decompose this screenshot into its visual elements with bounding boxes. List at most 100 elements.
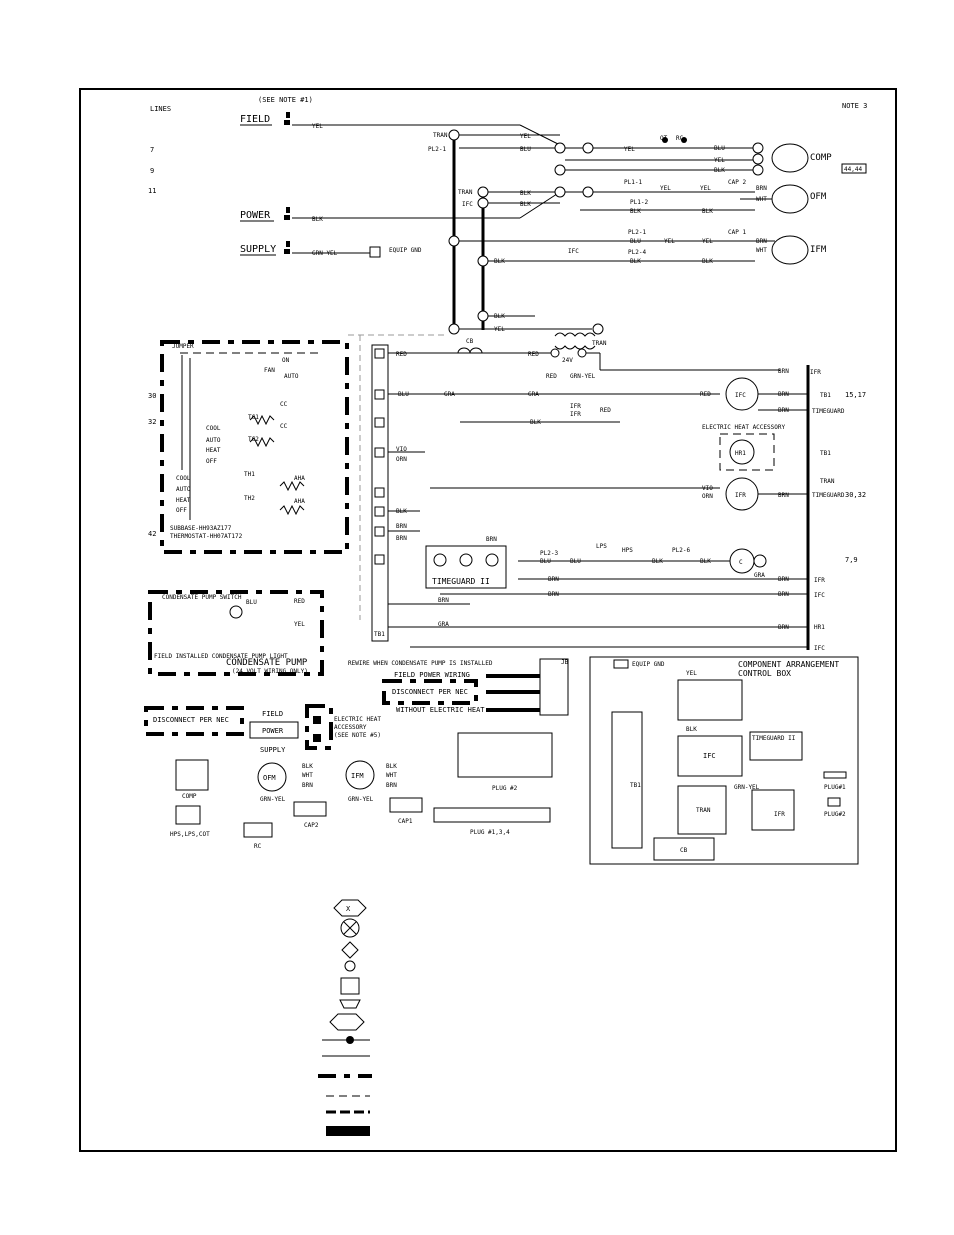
comp-motor-icon [771,143,809,173]
wire-yel-3: YEL [624,146,635,153]
comp-terminal-block [175,759,209,791]
power-label: POWER [240,210,271,221]
electric-heat-box [719,433,775,471]
wire-gra-2: GRA [528,391,539,398]
tc2-label: TC2 [248,436,259,443]
ifc-label-4: IFC [814,645,825,652]
cb-yel-label: YEL [686,670,697,677]
tb1-label-3: TB1 [820,450,831,457]
ifr-part [751,789,795,831]
without-electric-heat-label: WITHOUT ELECTRIC HEAT [396,706,485,714]
ifc-part-label: IFC [703,752,716,760]
plug134-connector [433,807,551,823]
wire-red-5: RED [600,407,611,414]
supply-label: SUPPLY [240,244,276,255]
field-label-2: FIELD [262,710,283,718]
line-ref-15-17: 15,17 [845,391,866,399]
cap1-label: CAP 1 [728,229,746,236]
wire-blk-8: BLK [630,258,641,265]
timeguard-ii-module [425,545,507,589]
cc-label-2: CC [280,423,288,430]
ifm-brn-label: BRN [386,782,397,789]
hr1-label: HR1 [735,450,746,457]
wire-yel-6: YEL [700,185,711,192]
condensate-light-icon [229,605,243,619]
timeguard-label-2: TIMEGUARD [812,492,845,499]
wire-orn-1: ORN [396,456,407,463]
wire-blu-3: BLU [714,145,725,152]
ifr-label-3: IFR [810,369,821,376]
cc-label-1: CC [280,401,288,408]
lps-label: LPS [596,543,607,550]
wire-brn-2: BRN [778,391,789,398]
ifm-wht-label: WHT [386,772,397,779]
field-terminal-gnd-icon [284,241,290,254]
condensate-light-label: FIELD INSTALLED CONDENSATE PUMP LIGHT [154,653,288,660]
pl2-4-label: PL2-4 [628,249,646,256]
cb-label: CB [466,338,474,345]
ofm-motor-part-icon [257,762,287,792]
ifc-relay-label: IFC [735,392,746,399]
wire-label-blk: BLK [312,216,323,223]
tb1-part-label: TB1 [630,782,641,789]
wire-brn-4: BRN [778,492,789,499]
tran-part-label: TRAN [696,807,711,814]
cb-blk-label: BLK [686,726,697,733]
wire-brn-11: BRN [778,591,789,598]
wire-blu-2: BLU [520,146,531,153]
rc-label: RC [676,135,684,142]
legend: X [318,899,372,1136]
wire-label-yel: YEL [312,123,323,130]
eh-acc-label: ELECTRIC HEAT [334,716,381,723]
ifr-label-1: IFR [570,403,581,410]
timeguard-label-1: TIMEGUARD [812,408,845,415]
equip-gnd-label: EQUIP GND [389,247,422,254]
ofm-gnd-label: GRN-YEL [260,796,286,803]
wire-blk-13: BLK [700,558,711,565]
wire-yel-10: YEL [294,621,305,628]
tb1-part [611,711,643,849]
jb-box-1 [539,658,569,716]
condensate-pump-box [148,590,324,676]
wire-brn-7: BRN [396,535,407,542]
component-box-title-2: CONTROL BOX [738,669,791,678]
cap1-part-label: CAP1 [398,818,413,825]
jb-label-1: JB [561,659,569,666]
wire-label-grn-yel: GRN-YEL [312,250,338,257]
wire-brn-6: BRN [396,523,407,530]
line-ref-44: 44,44 [844,166,862,173]
plug2-part-label: PLUG#2 [824,811,846,818]
timeguard-part [749,731,803,761]
field-terminal-l1-icon [284,112,290,125]
transformer-coil-icon [554,332,596,337]
wire-brn-1: BRN [778,368,789,375]
plug2-label: PLUG #2 [492,785,518,792]
jumper-label: JUMPER [172,343,194,350]
ofm-brn-label: BRN [302,782,313,789]
component-box-title: COMPONENT ARRANGEMENT [738,660,839,669]
ifc-label-2: IFC [568,248,579,255]
field-label: FIELD [240,114,270,125]
line-number-7: 7 [150,146,154,154]
tran-label-4: TRAN [820,478,835,485]
ofm-part-label: OFM [263,774,276,782]
heat-label-2: HEAT [176,497,191,504]
plug2-connector [457,732,553,778]
comp-label: COMP [810,153,832,163]
rc-label-2: RC [254,843,262,850]
th2-label: TH2 [244,495,255,502]
wire-brn-5: BRN [486,536,497,543]
wire-brn-8: BRN [548,576,559,583]
tc1-label: TC1 [248,414,259,421]
wire-brn-9: BRN [778,576,789,583]
wire-red-2: RED [528,351,539,358]
wire-grn-yel-2: GRN-YEL [570,373,596,380]
hr1-label-2: HR1 [814,624,825,631]
line-number-30: 30 [148,392,156,400]
tb1-label-1: TB1 [374,631,385,638]
legend-x-label: X [346,905,351,913]
hr1-heater-icon [729,439,755,465]
electric-heat-label: ELECTRIC HEAT ACCESSORY [702,424,785,431]
note-3: NOTE 3 [842,102,867,110]
wire-blk-4: BLK [714,167,725,174]
